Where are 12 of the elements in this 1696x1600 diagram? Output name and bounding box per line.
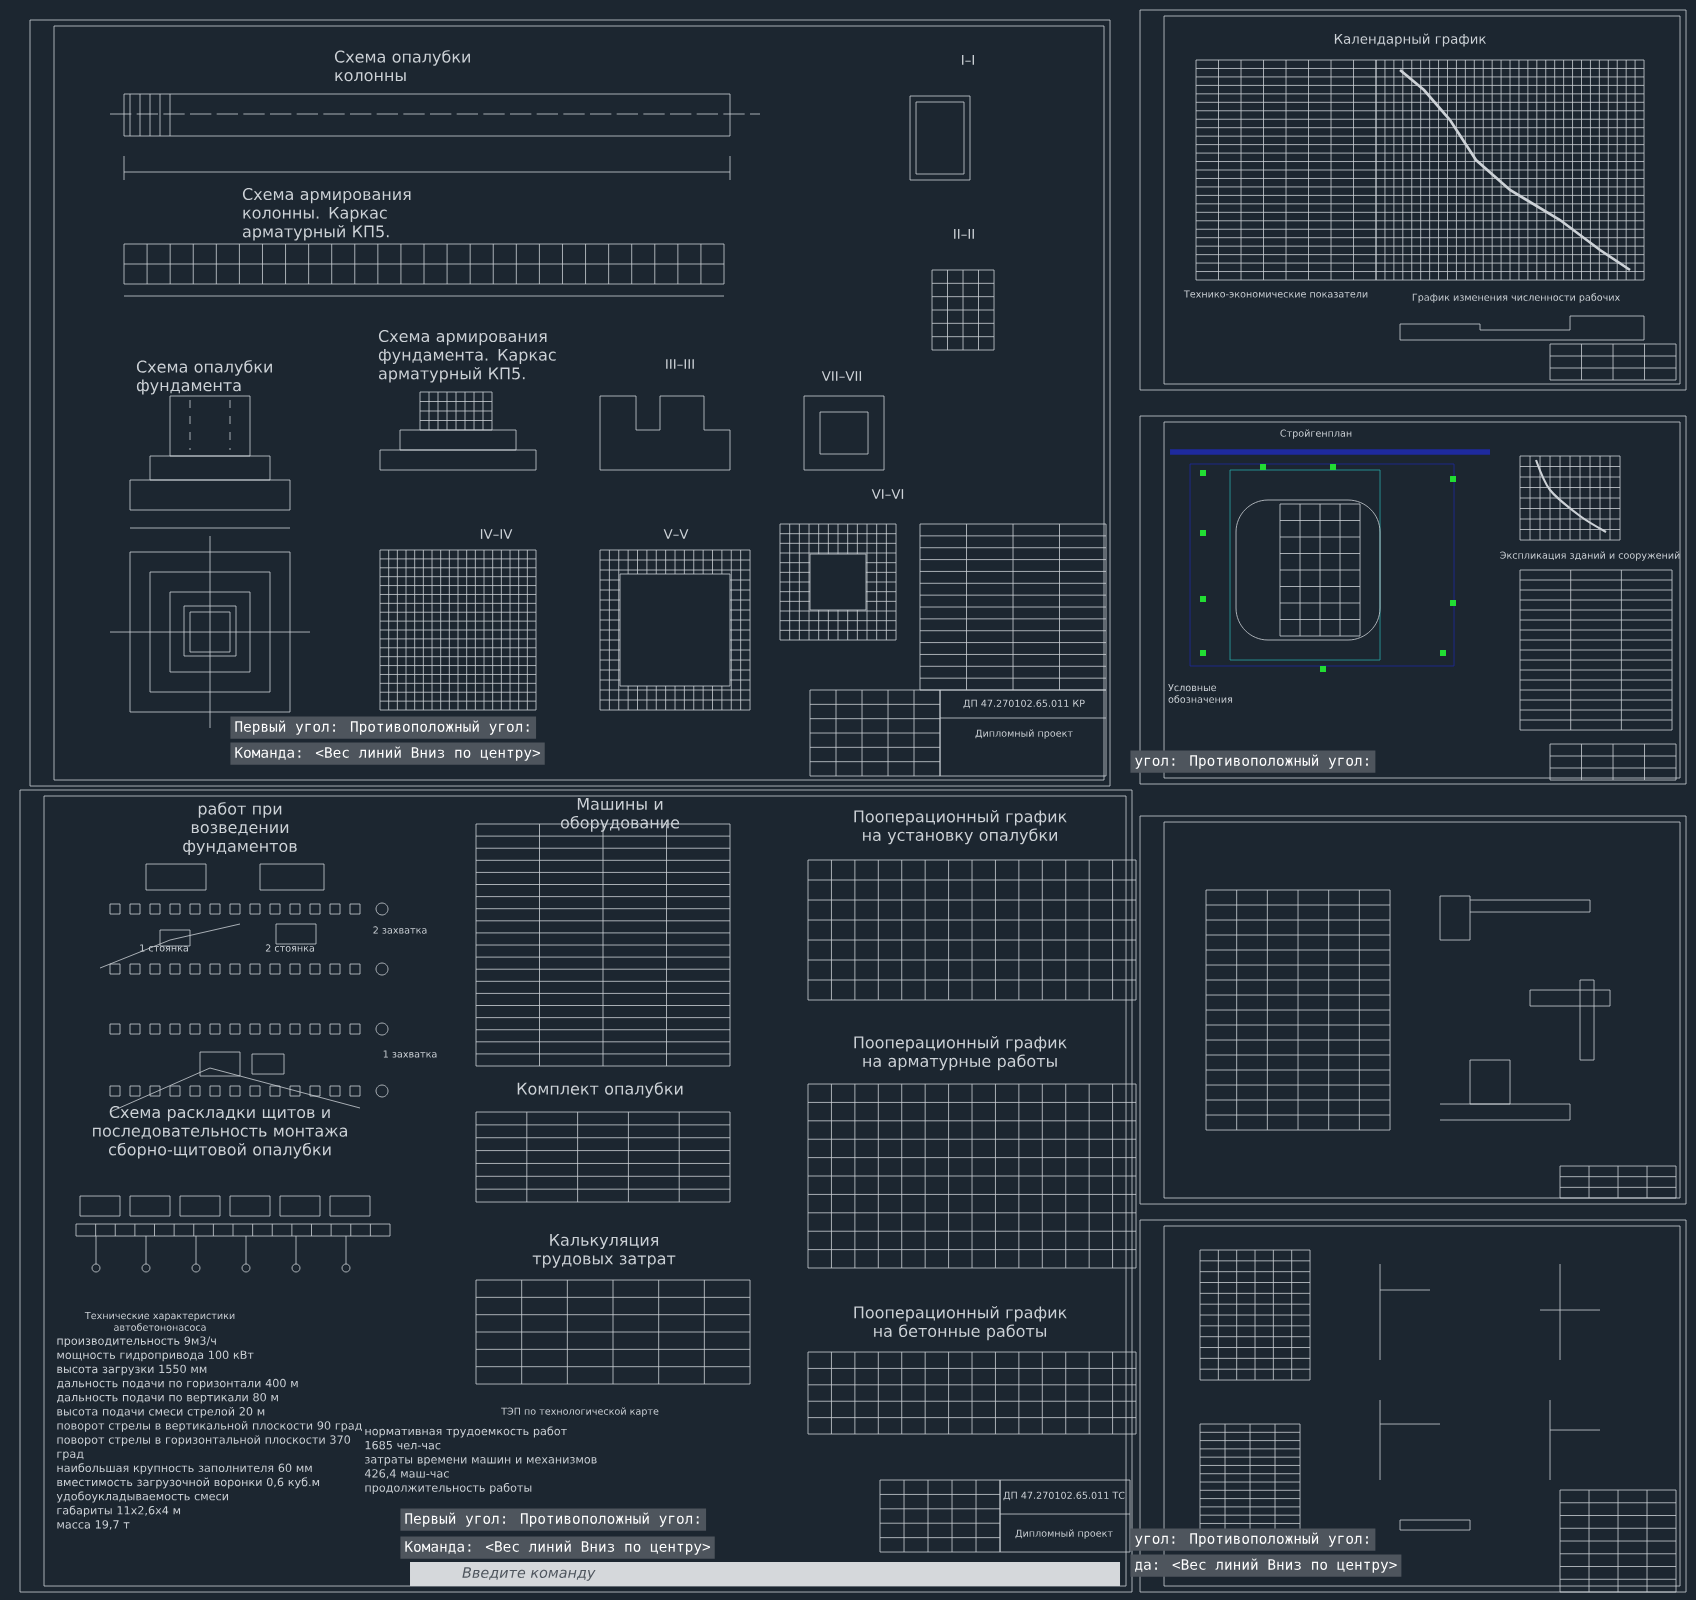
drawing-title: Схема опалубки фундамента bbox=[136, 360, 272, 395]
drawing-title: Схема армирования фундамента. Каркас арматурный КП5. bbox=[378, 330, 556, 383]
drawing-title: Схема армирования колонны. Каркас арматурный КП5. bbox=[242, 188, 411, 241]
drawing-title: Схема раскладки щитов и последовательность монтажа сборно-щитовой опалубки bbox=[93, 1106, 347, 1159]
drawing-title: Схема опалубки колонны bbox=[334, 49, 470, 82]
drawing-title: работ при возведении фундаментов bbox=[183, 802, 297, 856]
drawing-title: Пооперационный график на арматурные работы bbox=[854, 1036, 1067, 1071]
drawing-title: Пооперационный график на установку опалубки bbox=[854, 810, 1067, 845]
drawing-title: Машины и оборудование bbox=[560, 798, 680, 832]
drawing-title: Калькуляция трудовых затрат bbox=[532, 1234, 676, 1268]
drawing-title: Пооперационный график на бетонные работы bbox=[854, 1306, 1067, 1341]
drawing-title: Комплект опалубки bbox=[517, 1082, 683, 1098]
